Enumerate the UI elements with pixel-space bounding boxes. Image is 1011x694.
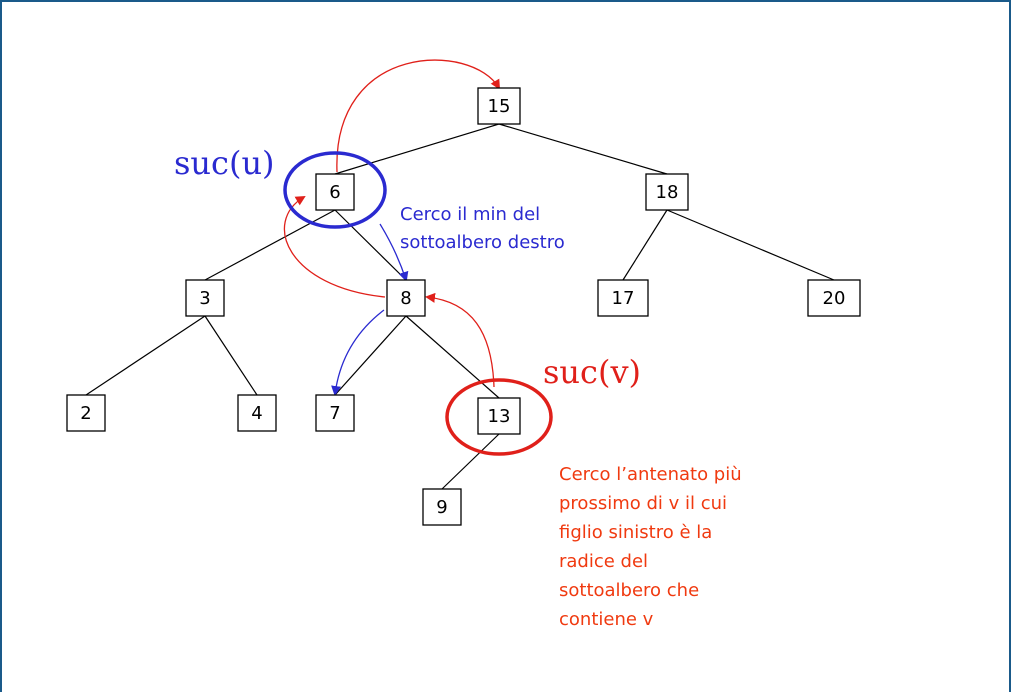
tree-node-4: 4 [237, 394, 277, 432]
tree-node-box [422, 488, 462, 526]
tree-node-label: 8 [400, 288, 411, 309]
tree-node-box [315, 394, 355, 432]
tree-node-20: 20 [807, 279, 861, 317]
tree-node-15: 15 [477, 87, 521, 125]
tree-node-box [315, 173, 355, 211]
tree-node-17: 17 [597, 279, 649, 317]
red-note-line: contiene v [559, 609, 654, 630]
tree-edge-n8-n13 [405, 315, 500, 399]
blue-note-line: Cerco il min del [400, 204, 540, 225]
tree-node-label: 6 [329, 182, 340, 203]
tree-node-label: 7 [329, 403, 340, 424]
tree-node-6: 6 [315, 173, 355, 211]
tree-edge-n13-n9 [441, 433, 500, 490]
tree-node-box [807, 279, 861, 317]
tree-edge-n18-n17 [622, 209, 668, 281]
red-arrow-8-to-6 [283, 195, 386, 298]
suc-v-label: suc(v) [543, 353, 641, 391]
red-arrow-13-to-8 [425, 292, 495, 388]
blue-arrow-8-to-7 [331, 309, 385, 396]
red-note-line: figlio sinistro è la [559, 522, 712, 543]
tree-edge-n6-n8 [334, 209, 407, 281]
tree-node-label: 4 [251, 403, 262, 424]
tree-node-13: 13 [477, 397, 521, 435]
tree-node-box [645, 173, 689, 211]
tree-edge-n6-n3 [204, 209, 336, 281]
tree-edge-n18-n20 [666, 209, 835, 281]
red-arrow-6-to-15 [336, 59, 501, 173]
suc-u-highlight-circle [283, 151, 387, 229]
tree-node-3: 3 [185, 279, 225, 317]
red-note: Cerco l’antenato più prossimo di v il cu… [559, 464, 747, 630]
red-note-line: prossimo di v il cui [559, 493, 727, 514]
blue-arrow-6-to-8 [379, 223, 409, 282]
tree-edge-n15-n18 [498, 123, 668, 175]
tree-edge-n3-n4 [204, 315, 258, 396]
tree-node-box [386, 279, 426, 317]
tree-node-8: 8 [386, 279, 426, 317]
blue-note-line: sottoalbero destro [400, 232, 565, 253]
tree-node-box [185, 279, 225, 317]
tree-node-label: 13 [488, 406, 511, 427]
red-note-line: sottoalbero che [559, 580, 699, 601]
tree-edge-n15-n6 [334, 123, 500, 175]
tree-node-2: 2 [66, 394, 106, 432]
tree-node-box [477, 87, 521, 125]
tree-node-label: 3 [199, 288, 210, 309]
tree-node-label: 2 [80, 403, 91, 424]
tree-node-box [66, 394, 106, 432]
blue-note: Cerco il min del sottoalbero destro [400, 204, 565, 253]
tree-node-label: 15 [488, 96, 511, 117]
red-note-line: Cerco l’antenato più [559, 464, 742, 485]
tree-node-18: 18 [645, 173, 689, 211]
tree-node-7: 7 [315, 394, 355, 432]
tree-node-9: 9 [422, 488, 462, 526]
red-note-line: radice del [559, 551, 648, 572]
tree-node-label: 18 [656, 182, 679, 203]
tree-node-box [477, 397, 521, 435]
tree-node-box [597, 279, 649, 317]
tree-edge-n3-n2 [85, 315, 206, 396]
suc-u-label: suc(u) [174, 144, 275, 182]
tree-nodes: 15 6 18 3 8 17 20 2 4 7 13 9 [66, 87, 861, 526]
tree-node-label: 20 [823, 288, 846, 309]
suc-v-highlight-circle [445, 378, 553, 456]
tree-edge-n8-n7 [334, 315, 407, 396]
tree-node-label: 17 [612, 288, 635, 309]
tree-node-box [237, 394, 277, 432]
tree-node-label: 9 [436, 497, 447, 518]
